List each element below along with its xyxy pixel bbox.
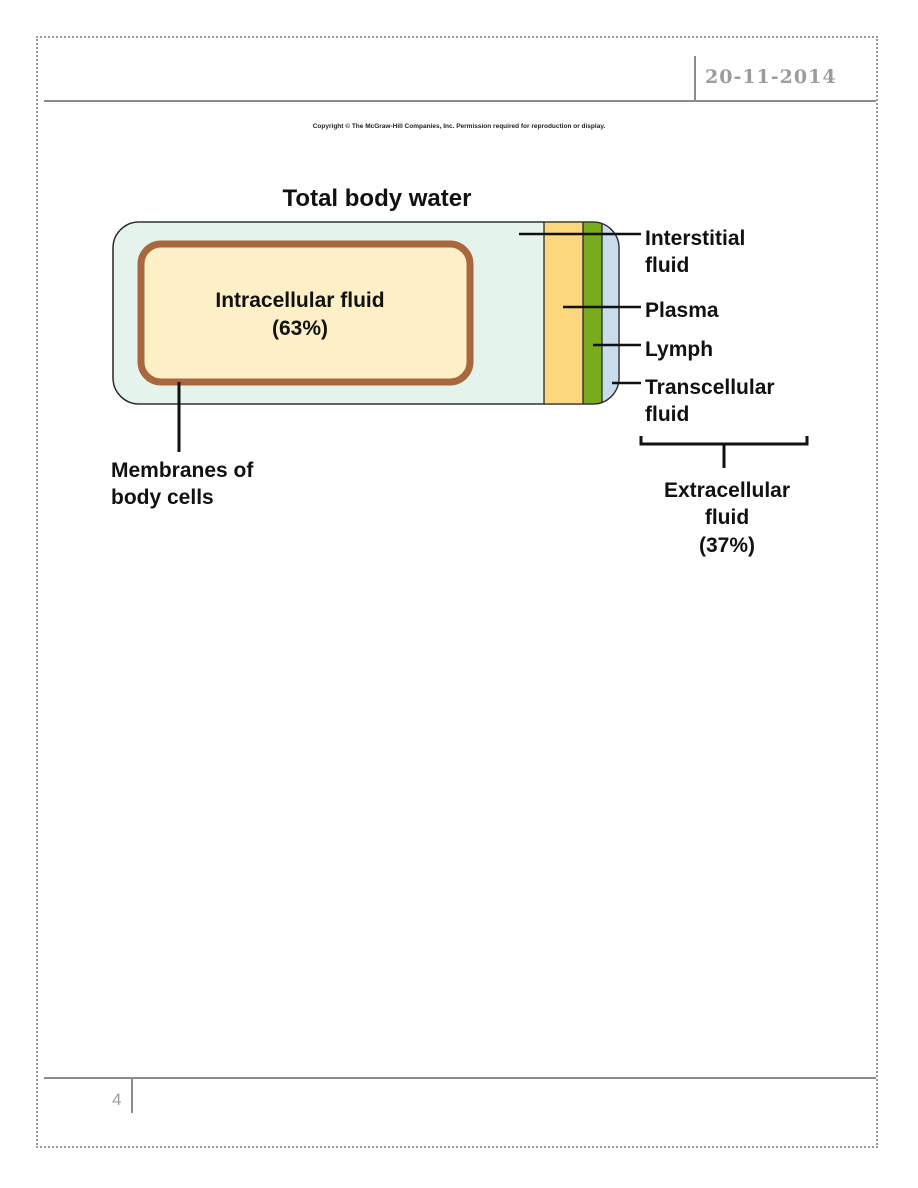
lymph-region [583, 222, 602, 404]
transcellular-region [602, 222, 619, 404]
intracellular-label: Intracellular fluid [215, 289, 384, 312]
page-number: 4 [112, 1090, 122, 1109]
header-rule [44, 100, 876, 102]
extracellular-percent: (37%) [699, 534, 755, 557]
lymph-label: Lymph [645, 338, 713, 361]
membranes-label-1: Membranes of [111, 459, 254, 482]
extracellular-label-1: Extracellular [664, 479, 790, 502]
footer-divider [131, 1079, 133, 1113]
copyright-notice: Copyright © The McGraw-Hill Companies, I… [312, 123, 606, 130]
header-divider [694, 56, 696, 101]
intracellular-percent: (63%) [272, 317, 328, 340]
interstitial-label-2: fluid [645, 254, 689, 277]
diagram-title: Total body water [283, 185, 472, 212]
intracellular-region [137, 240, 474, 386]
plasma-region [544, 222, 583, 404]
outer-outline [112, 221, 620, 405]
header-date: 20-11-2014 [705, 66, 837, 88]
page-border [36, 36, 878, 1148]
transcellular-label-1: Transcellular [645, 376, 775, 399]
plasma-label: Plasma [645, 299, 719, 322]
footer-rule [44, 1077, 876, 1079]
transcellular-label-2: fluid [645, 403, 689, 426]
extracellular-bracket [639, 436, 809, 446]
interstitial-label-1: Interstitial [645, 227, 745, 250]
extracellular-label-2: fluid [705, 506, 749, 529]
membranes-label-2: body cells [111, 486, 214, 509]
